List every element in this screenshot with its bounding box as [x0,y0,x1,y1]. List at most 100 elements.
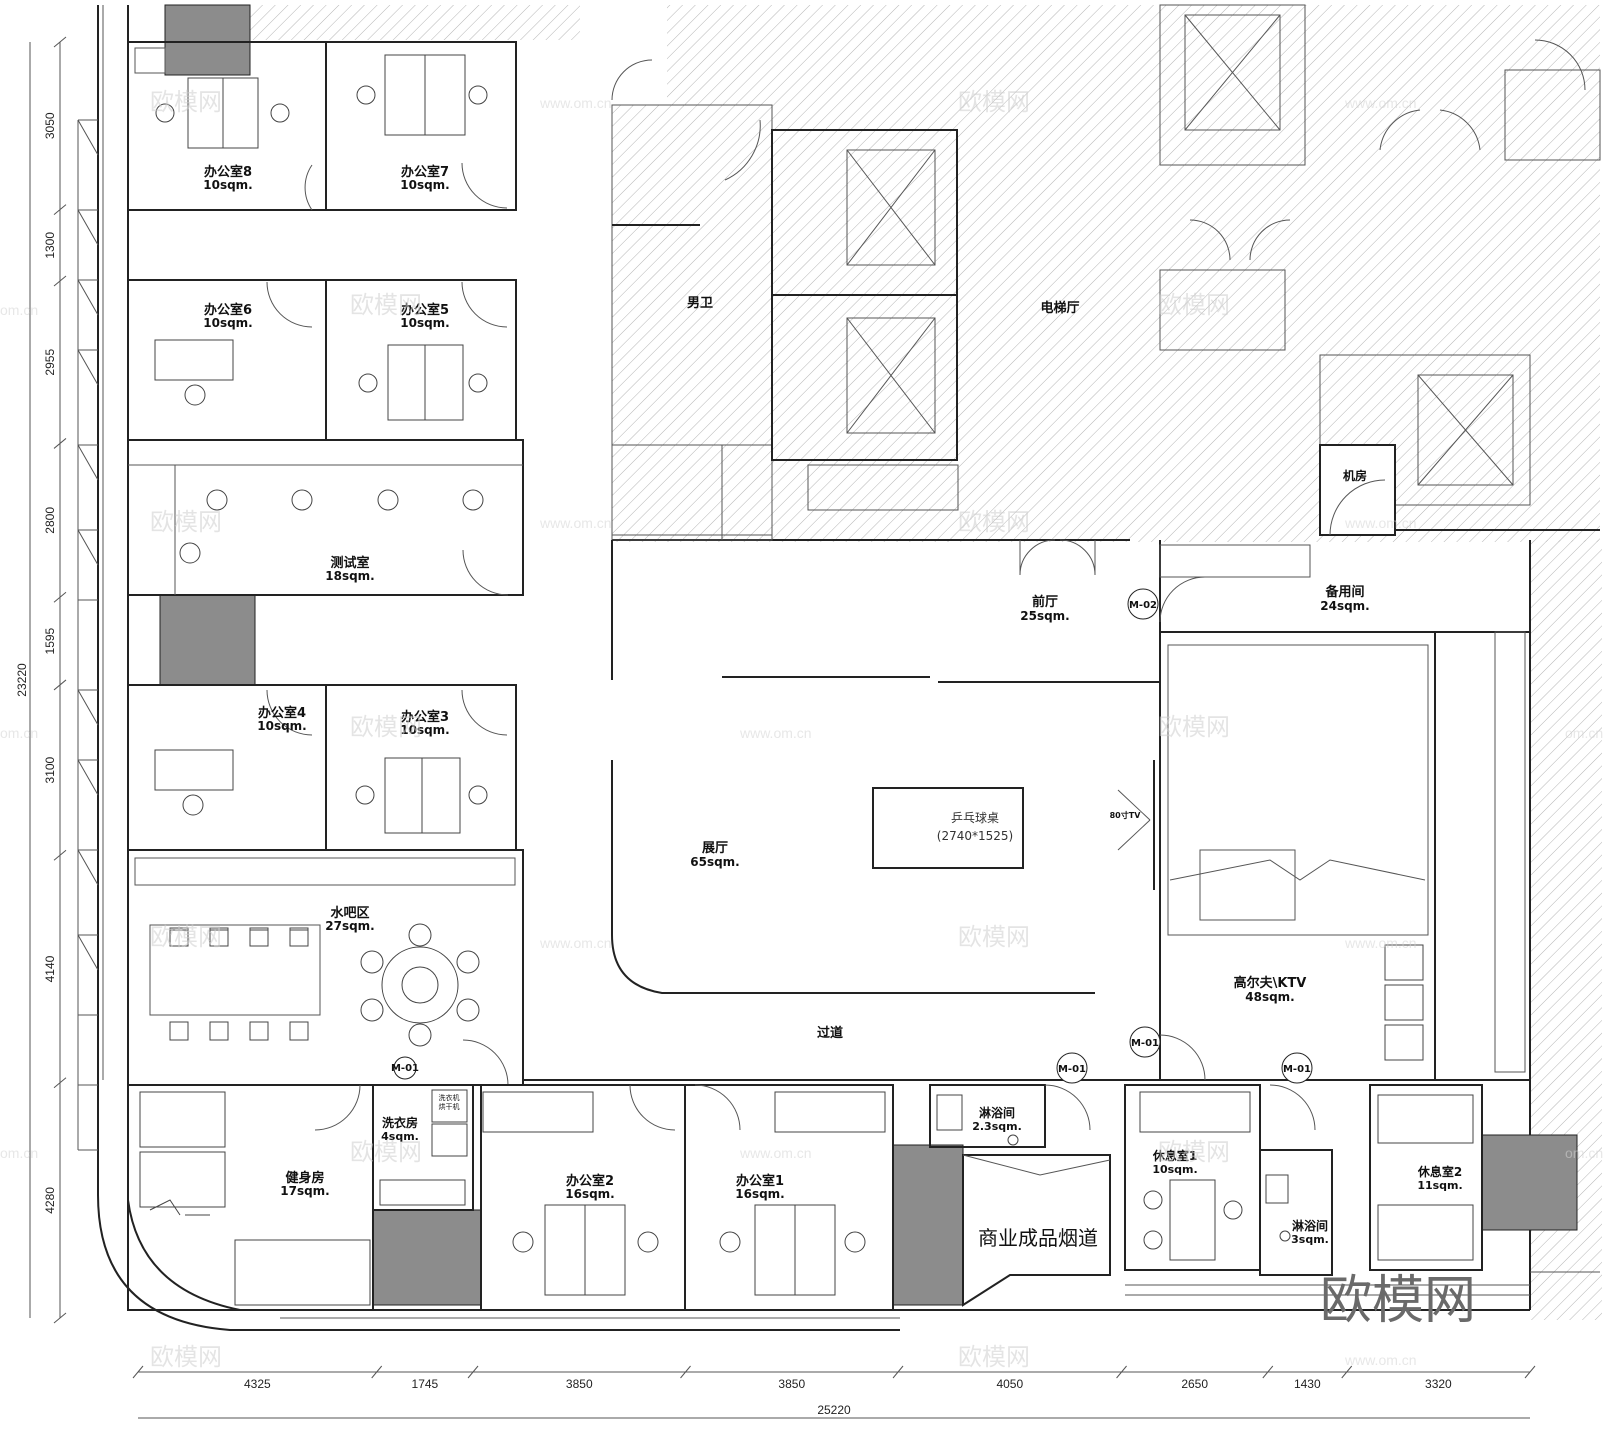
watermarks: 欧模网 欧模网 欧模网 欧模网 欧模网 欧模网 欧模网 欧模网 欧模网 欧模网 … [0,89,1603,1371]
watermark-url-short: om.cn [0,1145,38,1161]
watermark-brand: 欧模网 [150,509,222,536]
dimension-tick [371,1365,383,1379]
room-area-rest1: 10sqm. [1152,1163,1197,1176]
exhibition-hall: 乒乓球桌 (2740*1525) 展厅 65sqm. 过道 [523,540,1530,1081]
dimension-tick [53,204,67,215]
watermark-brand-large: 欧模网 [1320,1271,1476,1331]
watermark-brand: 欧模网 [958,89,1030,116]
service-core-hatched [240,5,1602,1320]
room-name-golf: 高尔夫\KTV [1234,975,1307,991]
watermark-brand: 欧模网 [1158,714,1230,741]
watermark-url-short: om.cn [1565,725,1603,741]
room-area-spare: 24sqm. [1320,599,1370,613]
office-1: 办公室1 16sqm. [684,1084,894,1311]
watermark-brand: 欧模网 [350,1139,422,1166]
dimension-left-label: 4140 [43,955,57,982]
dimension-tick [53,36,67,48]
room-area-rest2: 11sqm. [1417,1179,1462,1192]
dimension-left-label: 4280 [43,1187,57,1214]
room-name-office8: 办公室8 [204,164,252,180]
door-tag-m02: M-02 [1129,600,1157,611]
dimension-tick [53,849,67,861]
room-name-gym: 健身房 [285,1170,324,1186]
room-name-rest2: 休息室2 [1417,1164,1462,1179]
flue-shaft: 商业成品烟道 [962,1154,1111,1307]
room-name-office1: 办公室1 [736,1173,784,1189]
watermark-url: www.om.cn [539,95,612,111]
dimension-tick [53,679,67,691]
watermark-url-short: om.cn [0,302,38,318]
watermark-url: www.om.cn [739,725,812,741]
office-7: 办公室7 10sqm. [325,41,517,211]
office-2: 办公室2 16sqm. [480,1084,686,1311]
door-tag-m01-shower: M-01 [1058,1064,1086,1075]
dimension-tick [467,1365,479,1379]
dimension-tick [53,438,67,449]
dimension-bottom-label: 1745 [412,1377,439,1391]
watermark-brand: 欧模网 [350,292,422,319]
watermark-brand: 欧模网 [150,1344,222,1371]
dimension-tick [680,1365,691,1379]
room-name-rest1: 休息室1 [1152,1148,1197,1163]
room-name-hall: 展厅 [702,841,728,856]
elevator-shafts: 电梯厅 [771,4,1601,511]
room-area-lobby: 25sqm. [1020,609,1070,623]
laundry-washer-sign: 洗衣机 [439,1093,460,1102]
room-name-lobby: 前厅 [1032,594,1058,610]
elevator-hall-label: 电梯厅 [1040,300,1079,316]
room-name-office6: 办公室6 [204,302,252,318]
room-area-golf: 48sqm. [1245,990,1295,1004]
dimension-left-total: 23220 [15,663,29,697]
dimension-chain-left [29,36,67,1324]
machine-room-label: 机房 [1343,468,1367,483]
watermark-url-short: om.cn [1565,1145,1603,1161]
room-area-laundry: 4sqm. [381,1130,419,1143]
mens-wc-label: 男卫 [687,296,713,311]
laundry-dryer-sign: 烘干机 [439,1102,460,1111]
dimension-bottom-label: 2650 [1181,1377,1208,1391]
watermark-url: www.om.cn [739,1145,812,1161]
room-area-shower1: 2.3sqm. [972,1120,1022,1133]
room-area-waterbar: 27sqm. [325,919,375,933]
dimension-tick [1116,1365,1127,1379]
watermark-brand: 欧模网 [350,714,422,741]
dimension-tick [53,591,67,603]
watermark-brand: 欧模网 [958,1344,1030,1371]
office-6: 办公室6 10sqm. [127,279,327,441]
watermark-brand: 欧模网 [150,924,222,951]
dimension-left-label: 1595 [43,627,57,654]
room-name-shower1: 淋浴间 [979,1105,1015,1120]
room-name-laundry: 洗衣房 [382,1115,418,1130]
dimension-bottom-label: 3320 [1425,1377,1452,1391]
shower-2: 淋浴间 3sqm. [1259,1149,1333,1276]
water-bar: 水吧区 27sqm. M-01 [127,849,524,1086]
dimension-left-label: 3050 [43,112,57,139]
laundry: 洗衣机 烘干机 洗衣房 4sqm. [372,1084,474,1211]
dimension-tick [132,1365,144,1379]
dimension-tick [1262,1365,1274,1379]
watermark-brand: 欧模网 [958,509,1030,536]
dimension-bottom-label: 4050 [996,1377,1023,1391]
spare-room: 备用间 24sqm. [1159,544,1530,1073]
dimension-bottom-total: 25220 [817,1403,851,1417]
room-area-office3: 10sqm. [400,723,450,737]
watermark-url: www.om.cn [1344,515,1417,531]
watermark-brand: 欧模网 [958,924,1030,951]
room-area-office4: 10sqm. [257,719,307,733]
office-8: 办公室8 10sqm. [127,41,327,211]
dimension-tick [53,275,67,287]
dimension-tick [1341,1365,1353,1379]
dimension-bottom-label: 3850 [566,1377,593,1391]
rest-room-1: 休息室1 10sqm. [1124,1084,1261,1271]
flue-label: 商业成品烟道 [978,1226,1098,1250]
door-tag-m01-rest: M-01 [1283,1064,1311,1075]
room-area-shower2: 3sqm. [1291,1233,1329,1246]
office-4: 办公室4 10sqm. [127,684,327,851]
room-name-office5: 办公室5 [401,302,449,318]
room-area-hall: 65sqm. [690,855,740,869]
corridor-door-tags: M-01 M-01 [1044,1052,1316,1131]
machine-room: 机房 [1319,444,1396,536]
watermark-url-short: om.cn [0,725,38,741]
room-area-gym: 17sqm. [280,1184,330,1198]
